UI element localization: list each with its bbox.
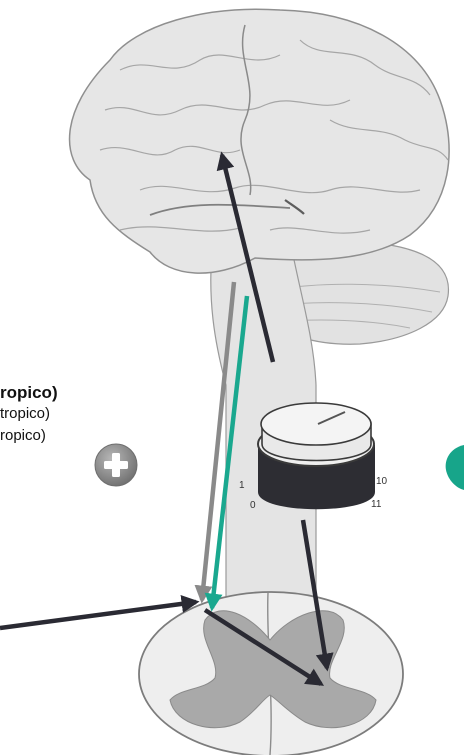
- label-line-3: ropico): [0, 427, 46, 444]
- dial-tick-left-top: 1: [239, 480, 245, 491]
- label-line-2: tropico): [0, 405, 50, 422]
- label-line-1: ropico): [0, 383, 58, 403]
- partial-circle-icon: [446, 445, 464, 490]
- spinal-cord-section: [139, 592, 403, 755]
- dial-tick-right-top: 10: [376, 476, 388, 487]
- dial-tick-right-bottom: 11: [371, 499, 382, 510]
- dial-tick-left-bottom: 0: [250, 500, 256, 511]
- plus-circle-icon: [95, 444, 137, 486]
- cerebrum: [70, 9, 450, 273]
